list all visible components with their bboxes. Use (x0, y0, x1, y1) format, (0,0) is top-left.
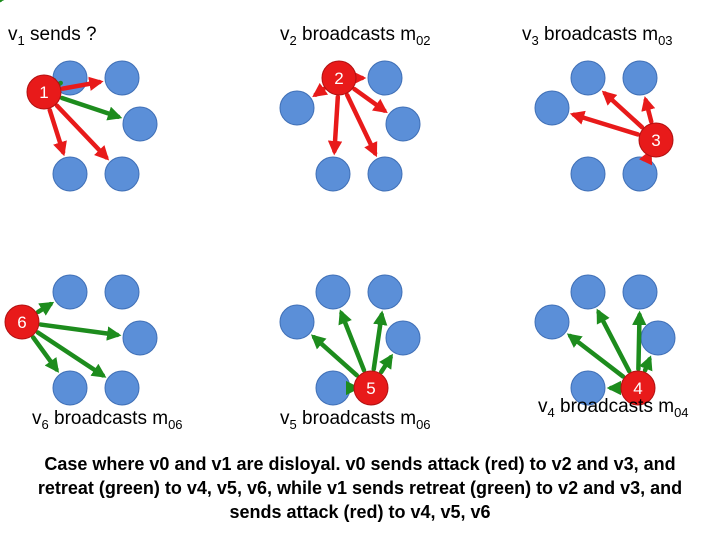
panel-label: v4 broadcasts m04 (538, 396, 689, 420)
node (315, 370, 351, 406)
message-arrow-retreat (632, 310, 647, 372)
message-arrow-attack (327, 94, 343, 156)
node (104, 60, 140, 96)
message-arrow-attack (641, 96, 656, 124)
panel-1: 1 v1 sends ? (8, 24, 158, 192)
node (52, 370, 88, 406)
node (570, 274, 606, 310)
panel-label: v2 broadcasts m02 (280, 24, 431, 48)
node (570, 60, 606, 96)
node (122, 106, 158, 142)
panel-4: 4v4 broadcasts m04 (534, 274, 689, 420)
message-arrow-retreat (639, 355, 653, 373)
sender-node (321, 60, 357, 96)
sender-number: 6 (17, 313, 26, 332)
message-arrow-retreat (59, 95, 123, 121)
message-arrow-retreat (35, 301, 55, 316)
sender-number: 2 (334, 69, 343, 88)
node (640, 320, 676, 356)
message-arrow-attack (344, 92, 378, 158)
message-arrow-retreat (38, 322, 122, 341)
message-arrow-attack (352, 86, 388, 114)
node (622, 274, 658, 310)
panel-2: 2 v2 broadcasts m02 (279, 24, 431, 192)
message-arrow-retreat (30, 335, 60, 373)
message-arrow-retreat (596, 308, 632, 374)
node (52, 274, 88, 310)
message-arrow-retreat (338, 309, 367, 373)
node (570, 370, 606, 406)
message-arrow-attack (601, 90, 645, 130)
sender-node (4, 304, 40, 340)
sender-node (638, 122, 674, 158)
message-arrow-retreat (566, 333, 626, 379)
panel-label: v1 sends ? (8, 24, 97, 48)
node (279, 304, 315, 340)
panel-5: 5 v5 broadcasts m06 (279, 274, 431, 432)
sender-node (26, 74, 62, 110)
node (52, 156, 88, 192)
message-arrow-retreat (35, 330, 107, 378)
message-arrow-retreat (310, 334, 360, 378)
node (104, 274, 140, 310)
sender-number: 3 (651, 131, 660, 150)
node (570, 156, 606, 192)
node (534, 304, 570, 340)
node (315, 156, 351, 192)
node (622, 156, 658, 192)
node (367, 60, 403, 96)
message-arrow-attack (54, 103, 110, 161)
node (534, 90, 570, 126)
message-arrow-attack (312, 82, 329, 98)
node (279, 90, 315, 126)
node (622, 60, 658, 96)
panel-label: v3 broadcasts m03 (522, 24, 673, 48)
node (315, 274, 351, 310)
panel-3: 3 v3 broadcasts m03 (522, 24, 674, 192)
message-arrow-attack (60, 76, 104, 91)
node (104, 156, 140, 192)
message-arrow-attack (47, 107, 67, 157)
node (367, 156, 403, 192)
panel-label: v6 broadcasts m06 (32, 408, 183, 432)
sender-number: 1 (39, 83, 48, 102)
sender-number: 4 (633, 379, 642, 398)
node (122, 320, 158, 356)
node (385, 106, 421, 142)
caption: Case where v0 and v1 are disloyal. v0 se… (37, 454, 683, 522)
panel-6: 6 v6 broadcasts m06 (0, 0, 183, 432)
sender-node (353, 370, 389, 406)
panel-label: v5 broadcasts m06 (280, 408, 431, 432)
message-arrow-retreat (371, 310, 388, 372)
sender-node (620, 370, 656, 406)
node (385, 320, 421, 356)
node (367, 274, 403, 310)
message-arrow-retreat (378, 353, 393, 375)
sender-number: 5 (366, 379, 375, 398)
node (104, 370, 140, 406)
message-arrow-attack (569, 110, 641, 137)
